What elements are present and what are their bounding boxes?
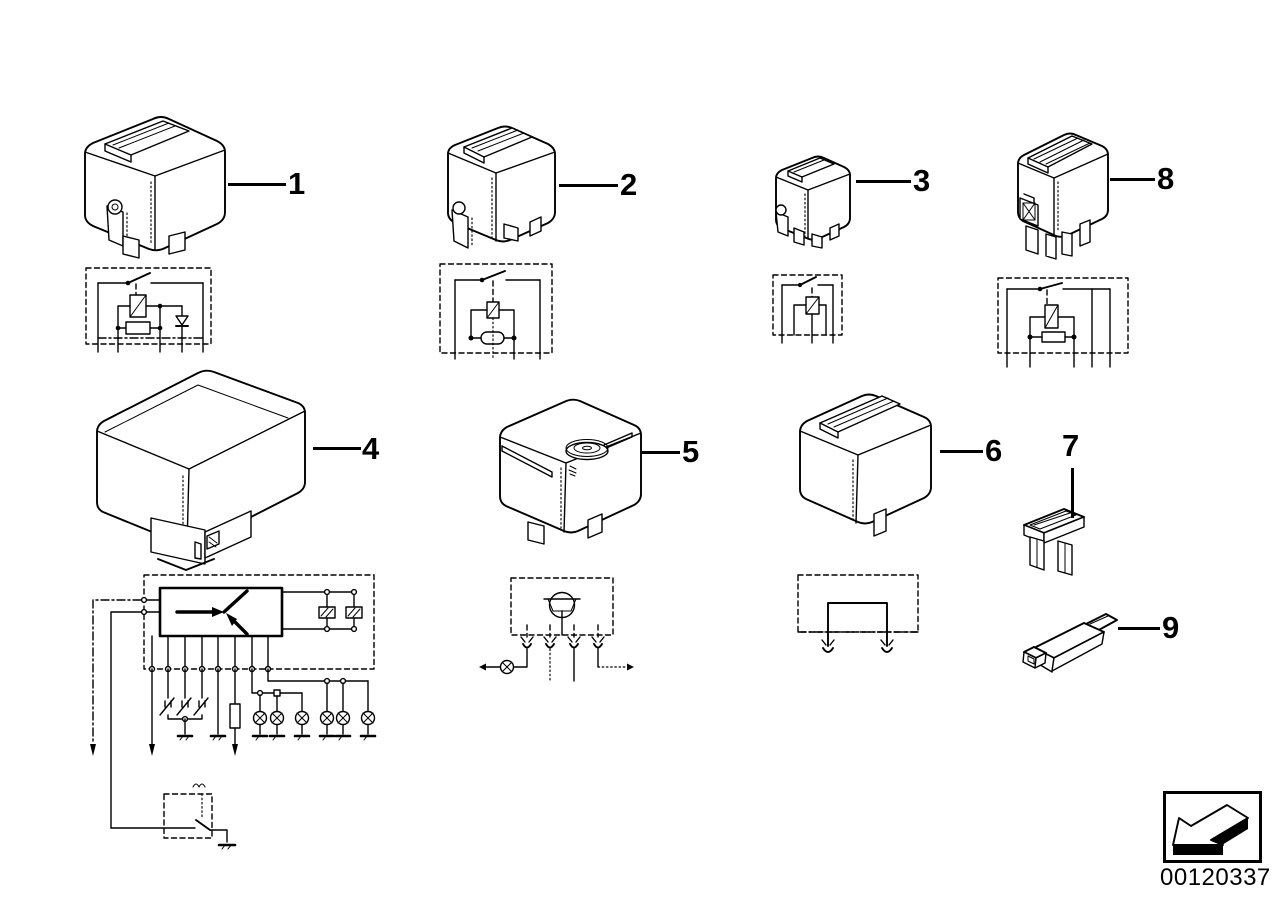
- callout-line-2: [559, 184, 618, 187]
- diode-connector-plug-icon: [1022, 613, 1118, 673]
- relay-with-buzzer-disc-icon: [499, 398, 642, 545]
- buzzer-transistor-circuit-icon: [479, 577, 634, 682]
- part-5-schematic: [478, 575, 643, 685]
- relay-single-terminal-icon: [799, 393, 932, 537]
- bridge-jumper-circuit-icon: [797, 574, 919, 653]
- part-3-illustration: [764, 148, 856, 258]
- switch-coil-resistor-circuit-icon: [439, 263, 553, 360]
- callout-line-1: [228, 183, 286, 186]
- callout-line-6: [940, 450, 983, 453]
- micro-relay-icon: [1017, 132, 1109, 260]
- callout-label-5[interactable]: 5: [682, 434, 700, 469]
- callout-label-2[interactable]: 2: [620, 167, 638, 202]
- callout-line-4: [313, 447, 361, 450]
- callout-line-7: [1071, 468, 1074, 518]
- relay-icon: [447, 125, 556, 249]
- part-9-illustration: [1018, 610, 1128, 682]
- callout-label-1[interactable]: 1: [288, 166, 306, 201]
- callout-label-3[interactable]: 3: [913, 163, 931, 198]
- callout-line-3: [856, 180, 911, 183]
- switch-coil-circuit-icon: [772, 274, 843, 344]
- blade-fuse-bridge-icon: [1023, 508, 1085, 576]
- part-1-illustration: [65, 110, 229, 260]
- part-6-illustration: [786, 386, 941, 546]
- switch-coil-resistor-diode-circuit-icon: [85, 267, 212, 353]
- callout-label-9[interactable]: 9: [1162, 610, 1180, 645]
- callout-label-4[interactable]: 4: [362, 431, 380, 466]
- callout-label-7[interactable]: 7: [1062, 428, 1080, 463]
- callout-label-8[interactable]: 8: [1157, 161, 1175, 196]
- switch-coil-resistor-circuit-icon: [997, 277, 1129, 368]
- part-8-illustration: [1006, 128, 1122, 262]
- callout-line-5: [642, 451, 680, 454]
- diagram-stamp: [1163, 791, 1262, 863]
- flasher-control-module-icon: [96, 369, 306, 565]
- part-4-schematic: [90, 558, 435, 858]
- page-back-arrow-icon: [1172, 804, 1249, 855]
- flasher-module-switches-lamps-circuit-icon: [90, 558, 377, 850]
- diagram-number: 00120337: [1160, 864, 1271, 891]
- part-6-schematic: [795, 570, 925, 662]
- part-2-illustration: [434, 120, 562, 256]
- part-4-illustration: [85, 360, 320, 572]
- callout-line-9: [1118, 627, 1160, 630]
- part-5-illustration: [486, 388, 654, 550]
- relay-icon: [84, 116, 226, 259]
- part-8-schematic: [993, 275, 1129, 370]
- callout-label-6[interactable]: 6: [985, 433, 1003, 468]
- part-2-schematic: [437, 262, 557, 362]
- part-7-illustration: [1018, 503, 1094, 581]
- callout-line-8: [1110, 178, 1155, 181]
- part-1-schematic: [80, 263, 220, 358]
- part-3-schematic: [768, 272, 848, 347]
- small-relay-icon: [775, 155, 851, 249]
